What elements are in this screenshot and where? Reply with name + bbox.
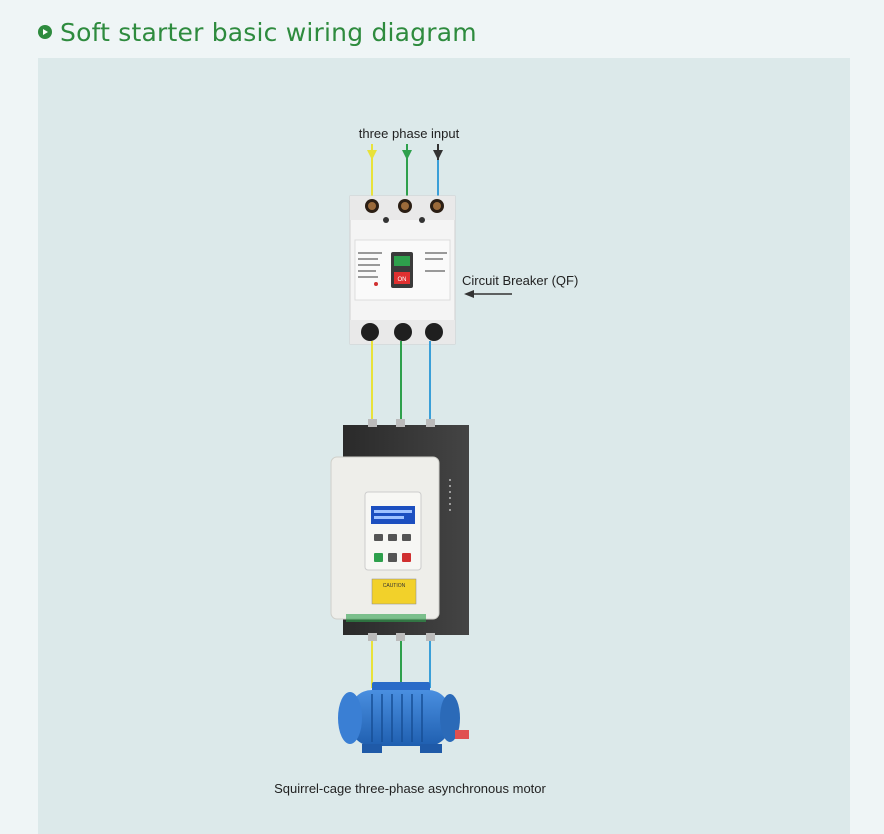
starter-input-terminal-2 xyxy=(396,419,405,427)
section-header: Soft starter basic wiring diagram xyxy=(38,14,477,50)
starter-output-terminal-1 xyxy=(368,633,377,641)
starter-output-terminal-2 xyxy=(396,633,405,641)
breaker-bottom-terminal-2 xyxy=(394,323,412,341)
l3-arrowhead xyxy=(433,150,443,160)
starter-input-terminal-1 xyxy=(368,419,377,427)
motor-label: Squirrel-cage three-phase asynchronous m… xyxy=(274,781,546,796)
input-label: three phase input xyxy=(359,126,460,141)
breaker-bottom-terminal-1 xyxy=(361,323,379,341)
starter-keypad xyxy=(374,534,411,562)
starter-lcd-display xyxy=(371,506,415,524)
l2-arrowhead xyxy=(402,150,412,160)
starter-output-terminal-3 xyxy=(426,633,435,641)
svg-text:ON: ON xyxy=(398,277,407,283)
circuit-breaker: ON xyxy=(349,195,456,345)
starter-input-terminal-3 xyxy=(426,419,435,427)
l1-arrowhead xyxy=(367,150,377,160)
breaker-label: Circuit Breaker (QF) xyxy=(462,273,578,288)
starter-to-motor-wires xyxy=(371,641,431,688)
play-circle-icon xyxy=(38,25,52,39)
svg-text:CAUTION: CAUTION xyxy=(383,583,406,589)
motor-shaft xyxy=(455,730,469,739)
input-arrows xyxy=(367,144,443,160)
motor xyxy=(338,682,469,753)
breaker-on-button xyxy=(394,272,410,284)
input-wires xyxy=(371,160,439,200)
breaker-to-starter-wires xyxy=(371,341,431,422)
starter-caution-label xyxy=(371,578,417,605)
page-title: Soft starter basic wiring diagram xyxy=(60,17,477,47)
soft-starter: CAUTION xyxy=(330,419,469,641)
breaker-pointer-arrow xyxy=(464,290,512,298)
breaker-bottom-terminal-3 xyxy=(425,323,443,341)
